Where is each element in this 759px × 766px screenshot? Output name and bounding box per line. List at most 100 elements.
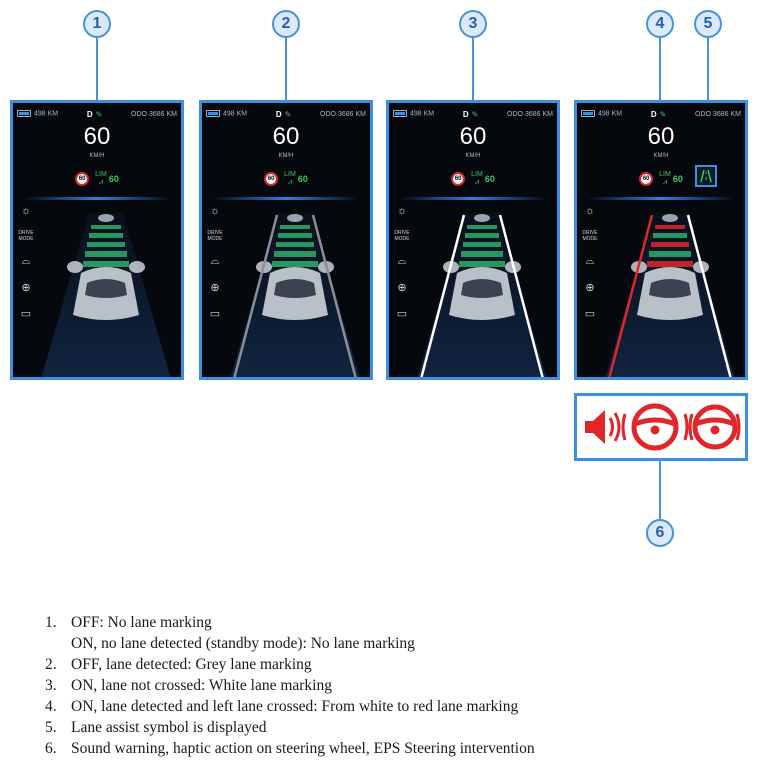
legend-item-4: 4.ON, lane detected and left lane crosse…: [45, 698, 519, 715]
divider-glow: [212, 197, 360, 200]
steering-wheel-haptic-icon: [621, 403, 689, 451]
lead-vehicle: [287, 214, 303, 222]
leader-line-6: [659, 461, 661, 519]
legend-item-3: 3.ON, lane not crossed: White lane marki…: [45, 677, 332, 694]
dashboard-panel-2: 498 KM D✎ ODO 3686 KM 60 KM/H 60 LIM⩘ 60…: [199, 100, 373, 380]
speaker-warning-icon: [585, 410, 621, 444]
speed-readout: 60: [647, 123, 675, 150]
leader-line-1: [96, 38, 98, 100]
leader-line-4: [659, 38, 661, 100]
left-lane-marking: [233, 214, 279, 377]
callout-3: 3: [459, 10, 487, 38]
drive-mode-label: DRIVE MODE: [394, 230, 410, 242]
speed-limit-sign-icon: 60: [639, 171, 654, 186]
eco-leaf-icon: ✎: [471, 109, 479, 119]
left-lane-marking: [608, 214, 654, 377]
battery-icon: [206, 110, 220, 118]
speed-readout: 60: [272, 123, 300, 150]
side-icon-column: ☼ DRIVE MODE ⌓ ⊕ ▭: [393, 205, 411, 320]
legend-list: 1.OFF: No lane marking ON, no lane detec…: [45, 612, 535, 759]
leader-line-2: [285, 38, 287, 100]
eco-leaf-icon: ✎: [659, 109, 667, 119]
lane-scene: [230, 213, 360, 377]
speed-limit-row: 60 LIM⩘ 60: [577, 171, 745, 186]
status-bar: 498 KM D✎ ODO 3686 KM: [206, 107, 366, 121]
odometer: ODO 3686 KM: [131, 110, 177, 118]
callout-2: 2: [272, 10, 300, 38]
speed-limit-row: 60 LIM⩘ 60: [13, 171, 181, 186]
callout-6: 6: [646, 519, 674, 547]
lane-assist-symbol-icon: [695, 165, 717, 187]
wiper-icon: ⌓: [210, 255, 220, 267]
callout-5: 5: [694, 10, 722, 38]
speed-readout: 60: [83, 123, 111, 150]
drive-mode-label: DRIVE MODE: [207, 230, 223, 242]
right-lane-marking: [686, 214, 732, 377]
callout-1: 1: [83, 10, 111, 38]
drive-mode-label: DRIVE MODE: [18, 230, 34, 242]
steering-icon: ⊕: [397, 282, 407, 294]
leader-line-3: [472, 38, 474, 100]
light-icon: ☼: [396, 205, 408, 217]
ego-car: [256, 261, 334, 320]
callout-4: 4: [646, 10, 674, 38]
divider-glow: [587, 197, 735, 200]
speed-limit-sign-icon: 60: [75, 171, 90, 186]
side-icon-column: ☼ DRIVE MODE ⌓ ⊕ ▭: [206, 205, 224, 320]
left-lane-marking: [420, 214, 466, 377]
steering-wheel-eps-icon: [688, 404, 741, 450]
gear-indicator: D✎: [86, 109, 103, 119]
speed-unit: KM/H: [89, 153, 105, 159]
green-assist-stripes: [647, 225, 693, 267]
gear-indicator: D✎: [462, 109, 479, 119]
light-icon: ☼: [20, 205, 32, 217]
right-lane-marking: [311, 214, 357, 377]
speed-limiter-readout: LIM⩘ 60: [95, 171, 119, 186]
range-readout: 498 KM: [581, 110, 622, 118]
lead-vehicle: [474, 214, 490, 222]
green-assist-stripes: [83, 225, 129, 267]
side-icon-column: ☼ DRIVE MODE ⌓ ⊕ ▭: [17, 205, 35, 320]
speed-limit-row: 60 LIM⩘ 60: [389, 171, 557, 186]
camera-icon: ▭: [209, 308, 221, 320]
lead-vehicle: [662, 214, 678, 222]
odometer: ODO 3686 KM: [507, 110, 553, 118]
drive-mode-label: DRIVE MODE: [582, 230, 598, 242]
warning-icons-box: [574, 393, 748, 461]
range-readout: 498 KM: [206, 110, 247, 118]
right-lane-marking: [498, 214, 544, 377]
side-icon-column: ☼ DRIVE MODE ⌓ ⊕ ▭: [581, 205, 599, 320]
speed-readout: 60: [459, 123, 487, 150]
camera-icon: ▭: [396, 308, 408, 320]
status-bar: 498 KM D✎ ODO 3686 KM: [581, 107, 741, 121]
odometer: ODO 3686 KM: [320, 110, 366, 118]
camera-icon: ▭: [584, 308, 596, 320]
speed-unit: KM/H: [278, 153, 294, 159]
speed-limit-sign-icon: 60: [264, 171, 279, 186]
dashboard-panel-1: 498 KM D✎ ODO 3686 KM 60 KM/H 60 LIM⩘ 60…: [10, 100, 184, 380]
lane-scene: [41, 213, 171, 377]
legend-item-1-continued: ON, no lane detected (standby mode): No …: [71, 635, 415, 652]
wiper-icon: ⌓: [21, 255, 31, 267]
status-bar: 498 KM D✎ ODO 3686 KM: [17, 107, 177, 121]
speed-unit: KM/H: [653, 153, 669, 159]
lead-vehicle: [98, 214, 114, 222]
legend-item-6: 6.Sound warning, haptic action on steeri…: [45, 740, 535, 757]
speed-limit-sign-icon: 60: [451, 171, 466, 186]
legend-item-1: 1.OFF: No lane marking: [45, 614, 212, 631]
green-assist-stripes: [272, 225, 318, 267]
light-icon: ☼: [209, 205, 221, 217]
ego-car: [443, 261, 521, 320]
legend-item-5: 5.Lane assist symbol is displayed: [45, 719, 267, 736]
steering-icon: ⊕: [21, 282, 31, 294]
speed-limiter-readout: LIM⩘ 60: [284, 171, 308, 186]
gear-indicator: D✎: [275, 109, 292, 119]
divider-glow: [399, 197, 547, 200]
dashboard-panel-3: 498 KM D✎ ODO 3686 KM 60 KM/H 60 LIM⩘ 60…: [386, 100, 560, 380]
wiper-icon: ⌓: [397, 255, 407, 267]
speed-limit-row: 60 LIM⩘ 60: [202, 171, 370, 186]
eco-leaf-icon: ✎: [95, 109, 103, 119]
speed-unit: KM/H: [465, 153, 481, 159]
legend-item-2: 2.OFF, lane detected: Grey lane marking: [45, 656, 312, 673]
eco-leaf-icon: ✎: [284, 109, 292, 119]
